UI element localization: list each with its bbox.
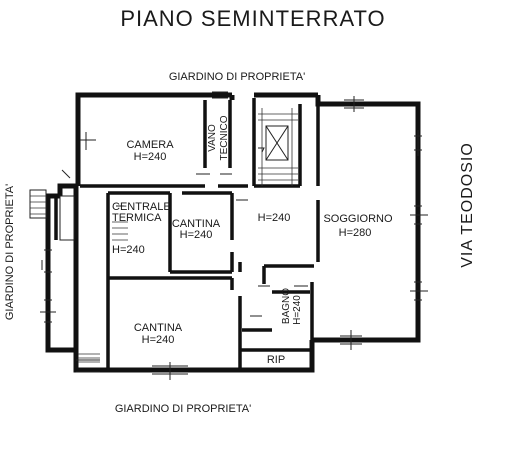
garden-label-bottom: GIARDINO DI PROPRIETA' — [115, 403, 251, 415]
room-soggiorno-name: SOGGIORNO — [323, 213, 393, 225]
room-cantina-low-height: H=240 — [142, 334, 175, 346]
garden-label-left: GIARDINO DI PROPRIETA' — [4, 184, 16, 320]
plan-title: PIANO SEMINTERRATO — [120, 6, 385, 31]
room-vano-line2: TECNICO — [219, 115, 230, 160]
room-corridor-height: H=240 — [258, 212, 291, 224]
room-centrale-line1: CENTRALE — [112, 201, 171, 213]
room-cantina-mid-name: CANTINA — [172, 218, 221, 230]
street-label-right: VIA TEODOSIO — [459, 142, 476, 268]
room-labels: CAMERA H=240 VANO TECNICO CENTRALE TERMI… — [112, 115, 393, 366]
room-bagno-name: BAGNO — [281, 288, 292, 324]
room-rip-name: RIP — [267, 354, 285, 366]
room-bagno-height: H=240 — [292, 295, 303, 325]
interior-walls — [54, 98, 320, 370]
room-camera-name: CAMERA — [126, 139, 174, 151]
room-cantina-mid-height: H=240 — [180, 229, 213, 241]
room-camera-height: H=240 — [134, 151, 167, 163]
room-centrale-height: H=240 — [112, 244, 145, 256]
garden-label-top: GIARDINO DI PROPRIETA' — [169, 71, 305, 83]
fixtures — [29, 91, 428, 380]
room-soggiorno-height: H=280 — [339, 227, 372, 239]
room-centrale-line2: TERMICA — [112, 212, 162, 224]
room-vano-line1: VANO — [207, 124, 218, 152]
outer-walls — [45, 92, 421, 373]
room-cantina-low-name: CANTINA — [134, 322, 183, 334]
